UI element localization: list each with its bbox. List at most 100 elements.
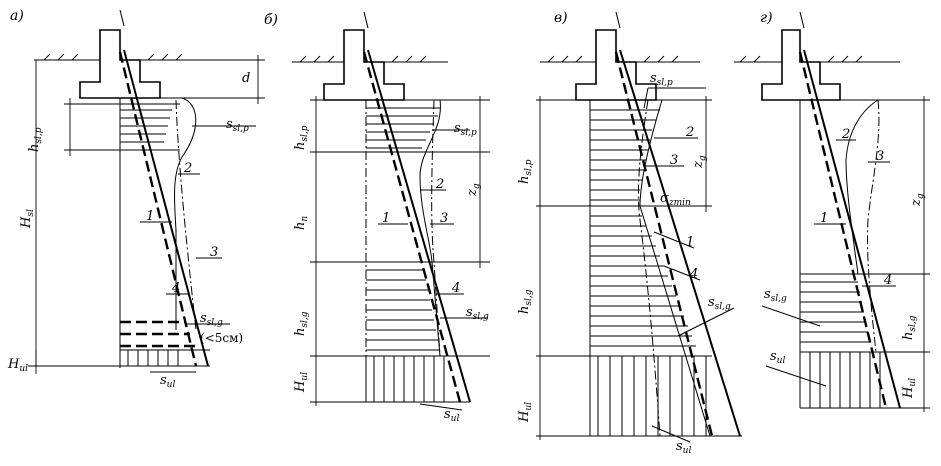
sslp-label-b: ssl,p [454,121,477,138]
c2-label-b: 2 [435,177,444,192]
c3-label-b: 3 [440,211,448,226]
sul-leader-c [651,425,691,443]
hul-label-b: Hul [293,372,310,393]
ground-hatch-b [299,55,427,63]
c2-label-d: 2 [841,127,850,142]
hn-label-b: hn [293,216,310,230]
c1-label-c: 1 [686,235,694,250]
ground-hatch-a [43,53,183,61]
sslg-label-b: ssl,g [466,305,489,322]
panel-a: а) d hsl,p Hsl [7,8,265,390]
hslg-label-d: hsl,g [901,315,918,340]
hul-hatch-b [373,356,445,402]
curve-2-c [639,99,711,437]
hslp-label-b: hsl,p [293,125,310,150]
c4-leader-c [663,265,701,281]
panel-b-letter: б) [264,12,278,28]
sslg-label-c: ssl,g [708,295,731,312]
c4-label-c: 4 [689,267,698,282]
hslg-hatch-c [590,215,696,347]
hslg-hatch-d [800,281,870,343]
c4-label-a: 4 [171,281,180,296]
curve-3-c [637,99,661,437]
ground-hatch-d [739,55,863,63]
sul-label-d: sul [770,349,785,366]
c4-label-d: 4 [883,273,892,288]
c1-label-d: 1 [820,211,828,226]
hslg-label-b: hsl,g [293,311,310,336]
c3-label-c: 3 [670,153,678,168]
hslp-label-c: hsl,p [517,159,534,184]
zg-label-d: zg [909,193,926,207]
c1-leader-c [653,231,695,249]
hsl-label-a: Hsl [19,209,36,229]
c2-label-a: 2 [183,161,192,176]
curve-3-d [866,99,880,353]
hslp-hatch-b [366,107,440,149]
sslg-label-d: ssl,g [764,287,787,304]
sslp-label-a: ssl,p [226,117,249,134]
sul-leader-b [419,403,463,411]
panel-d: г) 2 [734,10,930,412]
panel-b: б) [264,11,490,424]
panel-c-letter: в) [554,10,568,26]
foundation-a [79,29,161,99]
curve-3-a [175,99,197,331]
panel-a-letter: а) [10,8,24,24]
panel-d-letter: г) [760,10,773,26]
curve-2-a [174,97,197,330]
curve-4-a [118,51,198,367]
curve-4-d [798,51,888,409]
hslg-hatch-b [366,269,440,351]
sul-label-a: sul [160,373,175,390]
foundation-d [761,29,841,101]
curve-1-c [619,49,741,437]
zg-label-c: zg [691,155,708,169]
axis-top-b [363,11,369,29]
d-label-a: d [242,71,250,86]
hslg-lines-a [120,320,196,348]
c3-label-d: 3 [876,149,884,164]
hul-label-c: Hul [517,402,534,423]
panel-c: в) [517,10,742,456]
hul-label-d: Hul [901,378,918,399]
sul-label-b: sul [444,407,459,424]
c3-label-a: 3 [210,245,218,260]
curve-4-b [362,51,462,403]
lt5-label-a: (<5см) [200,331,243,345]
sul-label-c: sul [676,439,691,456]
sslg-leader-c [677,307,735,337]
c1-label-b: 1 [382,211,390,226]
sslg-label-a: ssl,g [200,311,223,328]
axis-top-d [799,11,805,29]
axis-top-c [615,11,621,29]
curve-3-b [431,99,441,357]
sslp-label-c: ssl,p [650,71,673,88]
foundation-c [575,29,657,101]
hul-label-a: Hul [7,357,28,374]
foundation-b [323,29,405,101]
curve-2-b [419,99,441,357]
curve-4-c [614,51,714,437]
curve-1-a [123,49,209,367]
hslp-hatch-a [120,109,172,143]
hslp-hatch-c [590,109,660,201]
hul-hatch-d [809,352,881,408]
sigma-label-c: σzmin [660,191,691,208]
c4-label-b: 4 [451,281,460,296]
zg-label-b: zg [465,183,482,197]
sul-leader-d [765,365,827,387]
hslp-label-a: hsl,p [27,127,44,152]
hslg-label-c: hsl,g [517,289,534,314]
curve-2-d [845,99,879,275]
curve-1-b [367,49,471,403]
c2-label-c: 2 [685,125,694,140]
axis-top-a [119,9,125,27]
hul-hatch-a [127,350,179,366]
c1-label-a: 1 [146,209,154,224]
ground-hatch-c [547,55,679,63]
sslg-leader-d [761,305,821,327]
sslp-pointer-c [643,87,649,109]
